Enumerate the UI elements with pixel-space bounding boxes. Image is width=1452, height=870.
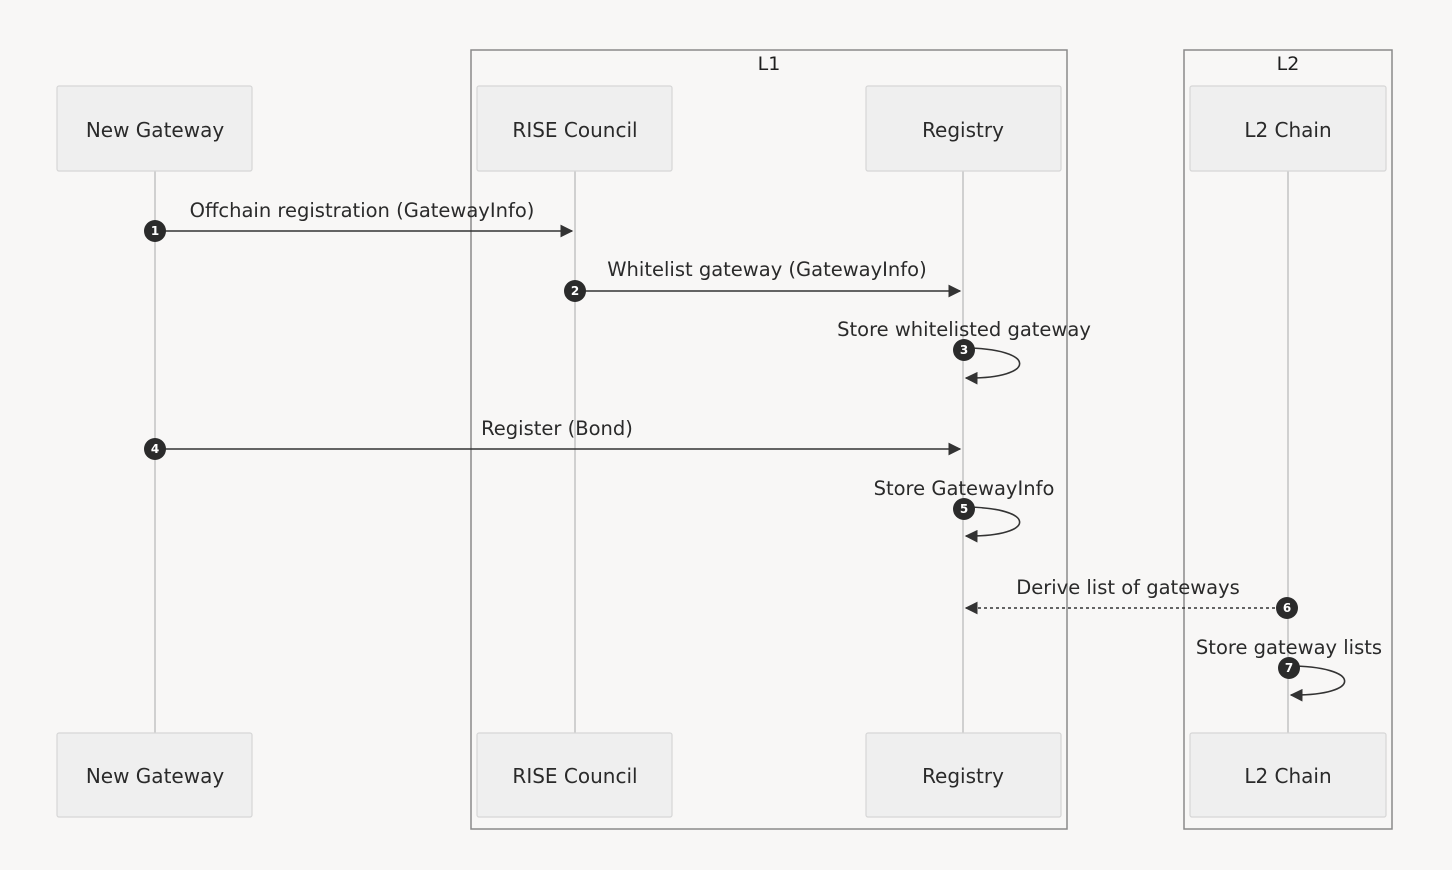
participant-box <box>865 732 1062 818</box>
message-label: Store whitelisted gateway <box>837 318 1091 341</box>
message-5[interactable]: Store GatewayInfo 5 <box>874 477 1055 543</box>
message-label: Derive list of gateways <box>1016 576 1240 599</box>
message-4[interactable]: Register (Bond) 4 <box>144 417 962 460</box>
self-message-arrow <box>962 506 1021 543</box>
message-label: Store GatewayInfo <box>874 477 1055 500</box>
participant-l2-chain-top[interactable]: L2 Chain <box>1189 85 1387 172</box>
step-badge <box>953 339 975 361</box>
message-label: Offchain registration (GatewayInfo) <box>190 199 535 222</box>
participant-label: L2 Chain <box>1244 764 1331 788</box>
step-number: 4 <box>151 442 159 456</box>
step-number: 7 <box>1285 661 1293 675</box>
participant-label: RISE Council <box>512 118 637 142</box>
participant-box <box>1189 85 1387 172</box>
message-6[interactable]: Derive list of gateways 6 <box>964 576 1298 619</box>
participant-box <box>476 85 673 172</box>
message-label: Whitelist gateway (GatewayInfo) <box>607 258 926 281</box>
step-number: 6 <box>1283 601 1291 615</box>
message-2[interactable]: Whitelist gateway (GatewayInfo) 2 <box>564 258 962 302</box>
participant-label: New Gateway <box>86 118 224 142</box>
step-number: 3 <box>960 343 968 357</box>
step-badge <box>564 280 586 302</box>
participant-rise-council-top[interactable]: RISE Council <box>476 85 673 172</box>
participant-rise-council-bottom[interactable]: RISE Council <box>476 732 673 818</box>
participant-label: RISE Council <box>512 764 637 788</box>
group-l2-label: L2 <box>1277 53 1300 75</box>
message-label: Store gateway lists <box>1196 636 1382 659</box>
message-1[interactable]: Offchain registration (GatewayInfo) 1 <box>144 199 574 242</box>
step-badge <box>144 438 166 460</box>
step-badge <box>144 220 166 242</box>
self-message-arrow <box>1287 665 1346 702</box>
group-l1-label: L1 <box>758 53 781 75</box>
step-badge <box>953 498 975 520</box>
step-number: 1 <box>151 224 159 238</box>
participant-box <box>865 85 1062 172</box>
step-number: 5 <box>960 502 968 516</box>
step-badge <box>1278 657 1300 679</box>
message-3[interactable]: Store whitelisted gateway 3 <box>837 318 1091 385</box>
participant-box <box>1189 732 1387 818</box>
group-l1: L1 <box>470 49 1068 830</box>
group-l1-frame <box>470 49 1068 830</box>
participant-box <box>56 85 253 172</box>
self-message-arrow <box>962 347 1021 385</box>
step-number: 2 <box>571 284 579 298</box>
participant-box <box>476 732 673 818</box>
participant-new-gateway-bottom[interactable]: New Gateway <box>56 732 253 818</box>
participant-label: New Gateway <box>86 764 224 788</box>
participant-l2-chain-bottom[interactable]: L2 Chain <box>1189 732 1387 818</box>
group-l2: L2 <box>1183 49 1393 830</box>
participant-label: L2 Chain <box>1244 118 1331 142</box>
participant-registry-top[interactable]: Registry <box>865 85 1062 172</box>
step-badge <box>1276 597 1298 619</box>
participant-label: Registry <box>922 764 1004 788</box>
participant-box <box>56 732 253 818</box>
participant-registry-bottom[interactable]: Registry <box>865 732 1062 818</box>
message-label: Register (Bond) <box>481 417 633 440</box>
participant-new-gateway-top[interactable]: New Gateway <box>56 85 253 172</box>
participant-label: Registry <box>922 118 1004 142</box>
group-l2-frame <box>1183 49 1393 830</box>
message-7[interactable]: Store gateway lists 7 <box>1196 636 1382 702</box>
